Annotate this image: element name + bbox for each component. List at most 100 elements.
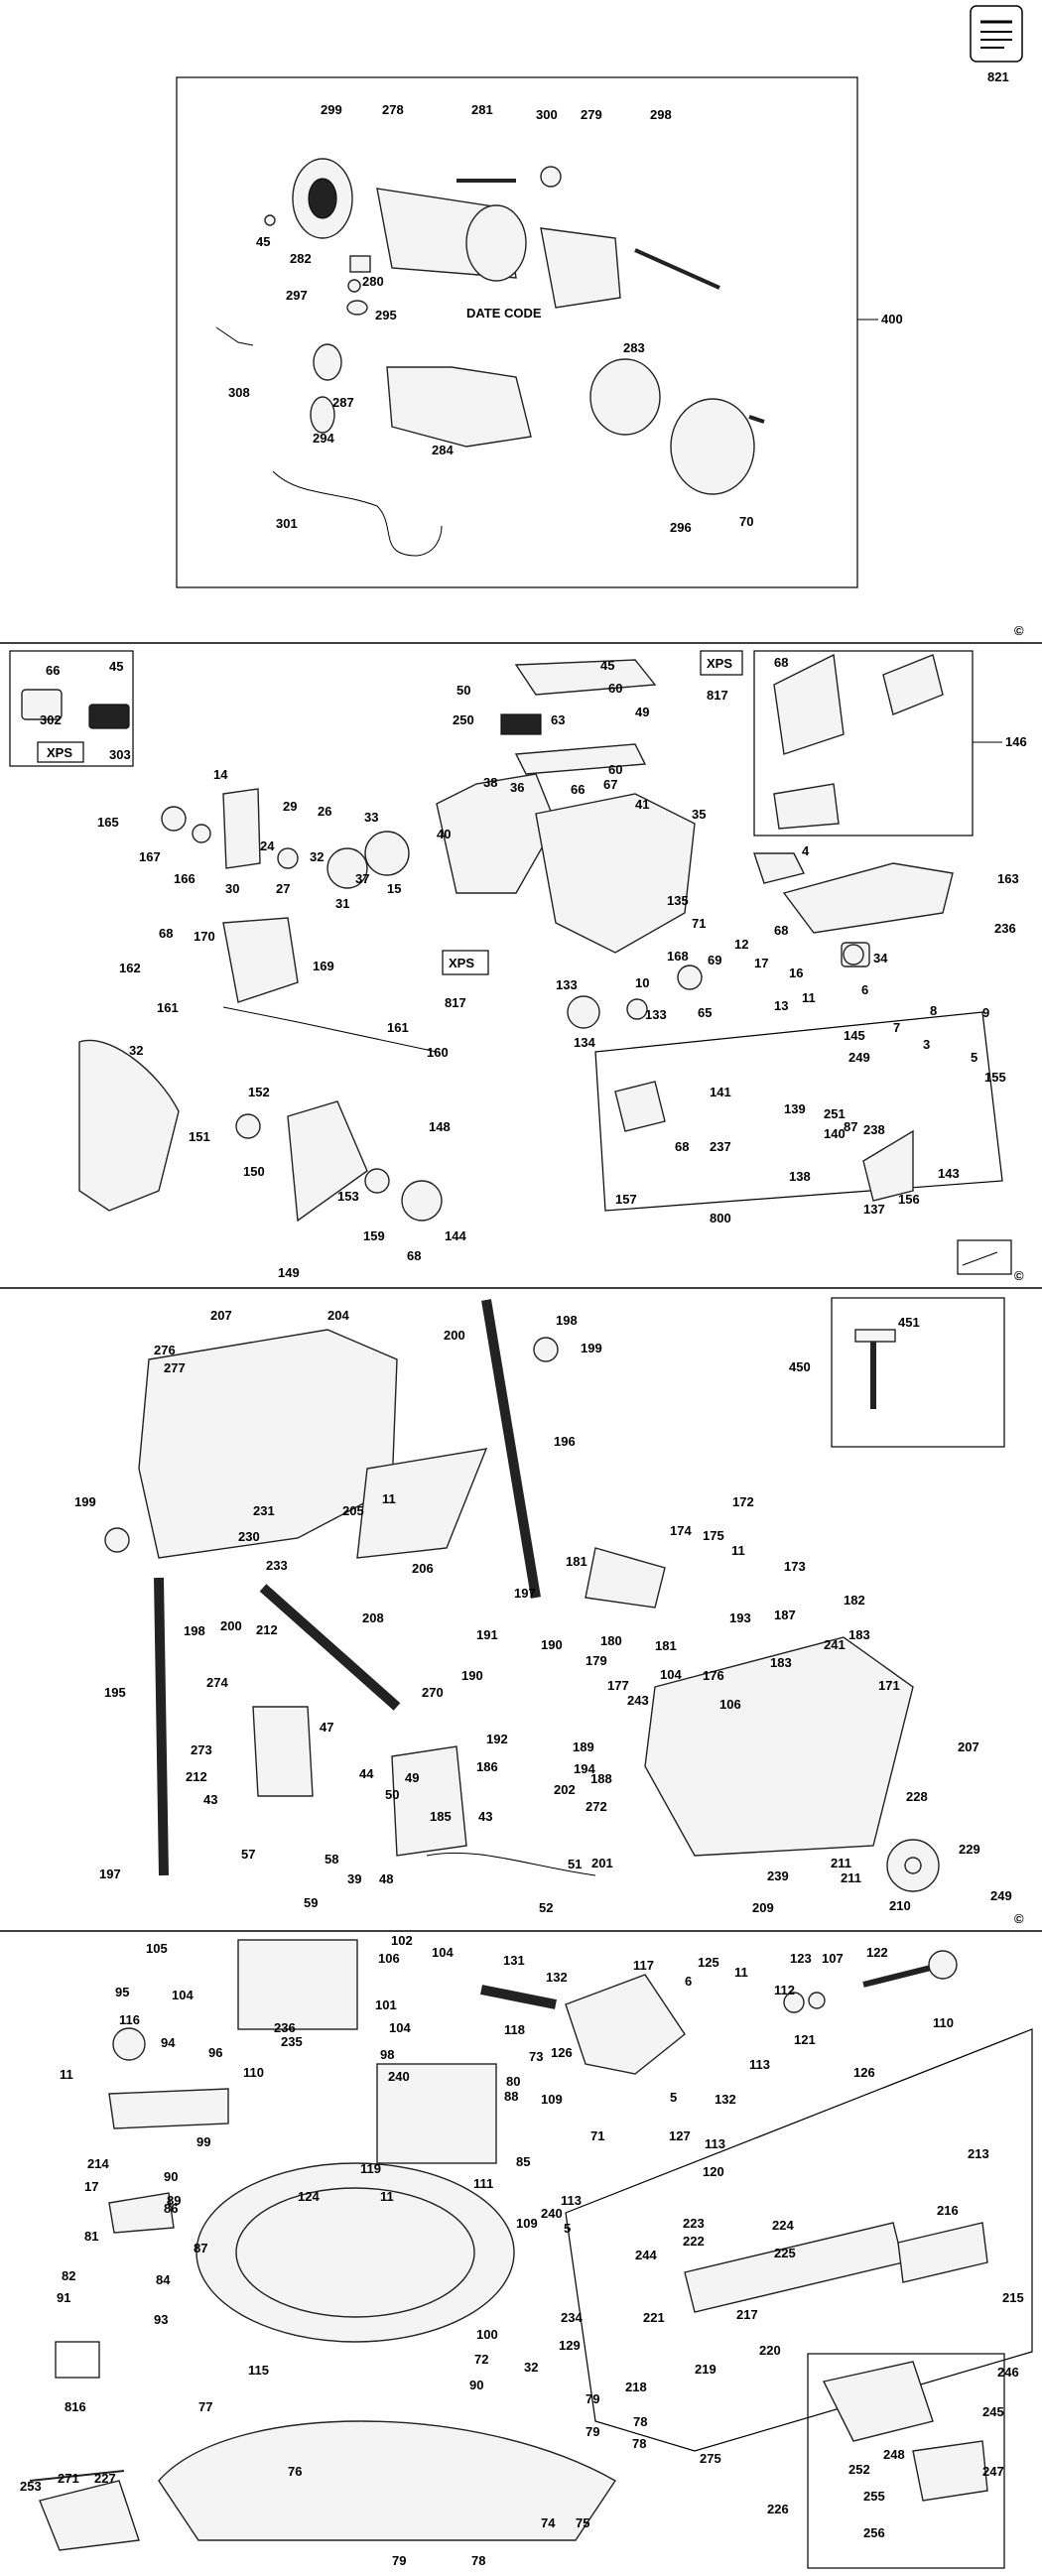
label: 228 xyxy=(906,1789,928,1804)
label: 217 xyxy=(736,2307,758,2322)
label: 249 xyxy=(848,1050,870,1065)
clamp-inset xyxy=(831,1297,1005,1448)
label: 283 xyxy=(623,340,645,355)
label: 191 xyxy=(476,1627,498,1642)
label: 172 xyxy=(732,1494,754,1509)
label: 126 xyxy=(551,2045,573,2060)
label: 212 xyxy=(186,1769,207,1784)
label: 171 xyxy=(878,1678,900,1693)
label: 132 xyxy=(546,1970,568,1985)
label: 45 xyxy=(109,659,123,674)
label: 235 xyxy=(281,2034,303,2049)
label: 199 xyxy=(581,1341,602,1355)
label: 210 xyxy=(889,1898,911,1913)
arm-casting xyxy=(436,773,557,894)
label: 185 xyxy=(430,1809,452,1824)
label: 39 xyxy=(347,1871,361,1886)
label: 79 xyxy=(586,2424,599,2439)
label: 234 xyxy=(561,2310,583,2325)
label: 9 xyxy=(982,1005,989,1020)
label: 170 xyxy=(194,929,215,944)
label: 200 xyxy=(220,1618,242,1633)
label: 3 xyxy=(923,1037,930,1052)
label: 70 xyxy=(739,514,753,529)
label: 68 xyxy=(774,655,788,670)
label: 236 xyxy=(274,2020,296,2035)
label: 152 xyxy=(248,1085,270,1099)
label: 126 xyxy=(853,2065,875,2080)
cable xyxy=(272,470,443,557)
label: 295 xyxy=(375,308,397,322)
label: 118 xyxy=(504,2022,525,2037)
label: 131 xyxy=(503,1953,525,1968)
label: 26 xyxy=(318,804,331,819)
label: 296 xyxy=(670,520,692,535)
label: 45 xyxy=(256,234,270,249)
label: 86 xyxy=(164,2201,178,2216)
label: 816 xyxy=(65,2399,86,2414)
section-table: 105 102 104 131 132 117 125 11 123 107 1… xyxy=(20,1933,1033,2569)
label: 218 xyxy=(625,2380,647,2394)
section-rails: 207 204 276 277 200 198 199 451 450 196 … xyxy=(74,1297,1024,1926)
label: 113 xyxy=(561,2193,582,2208)
copyright: © xyxy=(1014,1911,1024,1926)
label: 153 xyxy=(337,1189,359,1204)
label: 101 xyxy=(375,1997,397,2012)
label: 140 xyxy=(824,1126,846,1141)
label: 68 xyxy=(407,1248,421,1263)
label: 6 xyxy=(685,1974,692,1989)
label: 246 xyxy=(997,2365,1019,2380)
label: 90 xyxy=(469,2378,483,2392)
label: 187 xyxy=(774,1608,796,1622)
fence-right xyxy=(376,2063,497,2164)
label: 143 xyxy=(938,1166,960,1181)
label: 85 xyxy=(516,2154,530,2169)
label: 10 xyxy=(635,975,649,990)
manual-icon xyxy=(970,5,1023,63)
label: 181 xyxy=(566,1554,587,1569)
label: 192 xyxy=(486,1732,508,1746)
label: 450 xyxy=(789,1359,811,1374)
label: 183 xyxy=(848,1627,870,1642)
label: 68 xyxy=(774,923,788,938)
label: DATE CODE xyxy=(466,306,542,321)
label: 213 xyxy=(968,2146,989,2161)
dust-port-inset xyxy=(753,650,974,837)
label: 33 xyxy=(364,810,378,825)
label: 182 xyxy=(844,1593,865,1608)
label: 104 xyxy=(660,1667,682,1682)
fence-left xyxy=(237,1939,358,2030)
label: XPS xyxy=(449,956,474,970)
label: 117 xyxy=(633,1958,654,1973)
label: 238 xyxy=(863,1122,885,1137)
label: 37 xyxy=(355,871,369,886)
label: 157 xyxy=(615,1192,637,1207)
label: 181 xyxy=(655,1638,677,1653)
label: 16 xyxy=(789,966,803,980)
label: 69 xyxy=(708,953,721,967)
label: 167 xyxy=(139,849,161,864)
label: 11 xyxy=(731,1543,745,1558)
label: 155 xyxy=(984,1070,1006,1085)
label: 5 xyxy=(971,1050,977,1065)
label: 255 xyxy=(863,2489,885,2504)
label: 222 xyxy=(683,2234,705,2249)
label: 198 xyxy=(556,1313,578,1328)
label: 279 xyxy=(581,107,602,122)
label: 198 xyxy=(184,1623,205,1638)
label: 8 xyxy=(930,1003,937,1018)
label: 34 xyxy=(873,951,888,966)
label: 78 xyxy=(633,2414,647,2429)
label: 75 xyxy=(576,2515,589,2530)
label: 29 xyxy=(283,799,297,814)
label: XPS xyxy=(47,745,72,760)
label: 206 xyxy=(412,1561,434,1576)
label: 93 xyxy=(154,2312,168,2327)
label: 51 xyxy=(568,1857,582,1871)
label: 225 xyxy=(774,2246,796,2260)
label: 298 xyxy=(650,107,672,122)
label: 163 xyxy=(997,871,1019,886)
label: 113 xyxy=(705,2136,725,2151)
miter-detent xyxy=(565,1974,686,2075)
label: 110 xyxy=(243,2065,264,2080)
